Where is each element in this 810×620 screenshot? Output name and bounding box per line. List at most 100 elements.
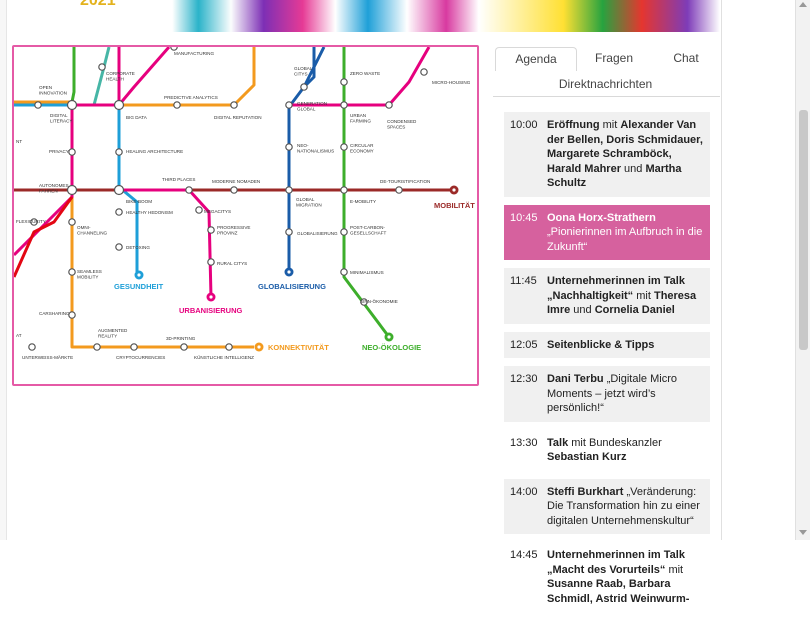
- station-globalisierung-station: [285, 228, 293, 236]
- station-post-carbon-label: POST-CARBON-GESELLSCHAFT: [350, 225, 386, 236]
- station-big-data: [113, 99, 125, 111]
- agenda-panel: Agenda Fragen Chat Direktnachrichten 10:…: [493, 44, 720, 612]
- station-minimalismus: [340, 268, 348, 276]
- banner-year: 2021: [80, 0, 116, 9]
- station-unterweiss-maerkte: [28, 343, 36, 351]
- agenda-description: Unternehmerinnen im Talk „Nachhaltigkeit…: [547, 275, 697, 316]
- station-corporate-health: [98, 63, 106, 71]
- station-sinn-oekonomie: [360, 298, 368, 306]
- agenda-time: 11:45: [510, 275, 537, 287]
- agenda-time: 12:30: [510, 373, 538, 385]
- tab-bar: Agenda Fragen Chat Direktnachrichten: [493, 44, 720, 97]
- station-flexicurity-label: FLEXICURITY: [16, 219, 46, 224]
- station-de-touristification-label: DE-TOURISTIFICATION: [380, 179, 430, 184]
- station-moderne-nomaden: [230, 186, 238, 194]
- station-third-places: [185, 186, 193, 194]
- station-healing-architecture: [115, 148, 123, 156]
- content-divider: [721, 0, 722, 540]
- agenda-description: Oona Horx-Strathern „Pionierinnen im Auf…: [547, 211, 703, 253]
- agenda-description: Talk mit Bundeskanzler Sebastian Kurz: [547, 436, 662, 464]
- station-nt-label: NT: [16, 139, 22, 144]
- gesundheit-terminus-dot: [137, 273, 141, 277]
- agenda-time: 13:30: [510, 436, 538, 449]
- station-autonomes-fahren: [66, 184, 78, 196]
- station-urban-farming: [340, 101, 348, 109]
- scroll-thumb[interactable]: [799, 110, 808, 350]
- station-neo-nationalismus: [285, 143, 293, 151]
- station-rural-citys: [207, 258, 215, 266]
- station-augmented-reality: [93, 343, 101, 351]
- station-condensed-spaces: [385, 101, 393, 109]
- line-pink-right: [289, 47, 431, 107]
- station-zero-waste: [340, 78, 348, 86]
- agenda-time: 14:45: [510, 549, 538, 561]
- station-open-innovation: [34, 101, 42, 109]
- line-label-konnektivitaet: KONNEKTIVITÄT: [268, 343, 329, 352]
- tab-direktnachrichten[interactable]: Direktnachrichten: [558, 77, 653, 91]
- line-urbanisierung-top: [117, 47, 171, 106]
- page-scrollbar[interactable]: [795, 0, 810, 540]
- globalisierung-terminus-dot: [287, 270, 291, 274]
- scroll-up-arrow-icon[interactable]: [799, 2, 807, 7]
- station-generation-global: [285, 101, 293, 109]
- tab-fragen[interactable]: Fragen: [594, 51, 634, 65]
- station-big-data-label: BIG DATA: [126, 115, 148, 120]
- station-global-citys: [300, 83, 308, 91]
- agenda-item[interactable]: 11:45 Unternehmerinnen im Talk „Nachhalti…: [504, 268, 710, 324]
- scroll-down-arrow-icon[interactable]: [799, 530, 807, 535]
- station-megacitys: [195, 206, 203, 214]
- station-cryptocurrencies-label: CRYPTOCURRENCIES: [116, 355, 165, 360]
- station-post-carbon: [340, 228, 348, 236]
- station-detoxing-label: DETOXING: [126, 245, 150, 250]
- neo-oekologie-terminus-dot: [387, 335, 391, 339]
- agenda-description: Dani Terbu „Digitale Micro Moments – jet…: [547, 373, 677, 414]
- agenda-description: Steffi Burkhart „Veränderung: Die Transf…: [547, 485, 700, 527]
- station-globalisierung-station-label: GLOBALISIERUNG: [297, 231, 338, 236]
- line-gesundheit: [117, 105, 139, 272]
- station-privacy-label: PRIVACY: [49, 149, 69, 154]
- station-omni-channeling-label: OMNI-CHANNELING: [77, 225, 108, 236]
- line-label-neo-oekologie: NEO-ÖKOLOGIE: [362, 343, 421, 352]
- station-bike-boom-label: BIKE-BOOM: [126, 199, 152, 204]
- station-sinn-oekonomie-label: SINN-ÖKONOMIE: [360, 298, 398, 304]
- station-predictive-analytics: [173, 101, 181, 109]
- agenda-description: Eröffnung mit Alexander Van der Bellen, …: [547, 119, 703, 189]
- station-micro-housing: [420, 68, 428, 76]
- agenda-item[interactable]: 13:30 Talk mit Bundeskanzler Sebastian Ku…: [504, 429, 710, 471]
- tab-chat[interactable]: Chat: [673, 51, 699, 65]
- station-micro-housing-label: MICRO-HOUSING: [432, 80, 471, 85]
- station-healing-architecture-label: HEALING ARCHITECTURE: [126, 149, 183, 154]
- station-de-touristification: [395, 186, 403, 194]
- agenda-time: 12:05: [510, 338, 538, 351]
- station-kuenstliche-intelligenz-label: KÜNSTLICHE INTELLIGENZ: [194, 354, 254, 360]
- station-detoxing: [115, 243, 123, 251]
- station-carsharing-label: CARSHARING: [39, 311, 70, 316]
- station-unterweiss-maerkte-label: UNTERWEISS-MÄRKTE: [22, 354, 73, 360]
- station-healthy-hedonism: [115, 208, 123, 216]
- station-manufacturing-label: MANUFACTURING: [174, 51, 214, 56]
- station-predictive-analytics-label: PREDICTIVE ANALYTICS: [164, 95, 218, 100]
- agenda-item[interactable]: 12:30 Dani Terbu „Digitale Micro Moments …: [504, 366, 710, 422]
- station-zero-waste-label: ZERO WASTE: [350, 71, 380, 76]
- line-label-globalisierung: GLOBALISIERUNG: [258, 282, 326, 291]
- tab-agenda[interactable]: Agenda: [495, 47, 577, 71]
- line-globalisierung-top: [302, 47, 316, 89]
- station-digital-literacy: [66, 99, 78, 111]
- mobilitaet-terminus-dot: [452, 188, 456, 192]
